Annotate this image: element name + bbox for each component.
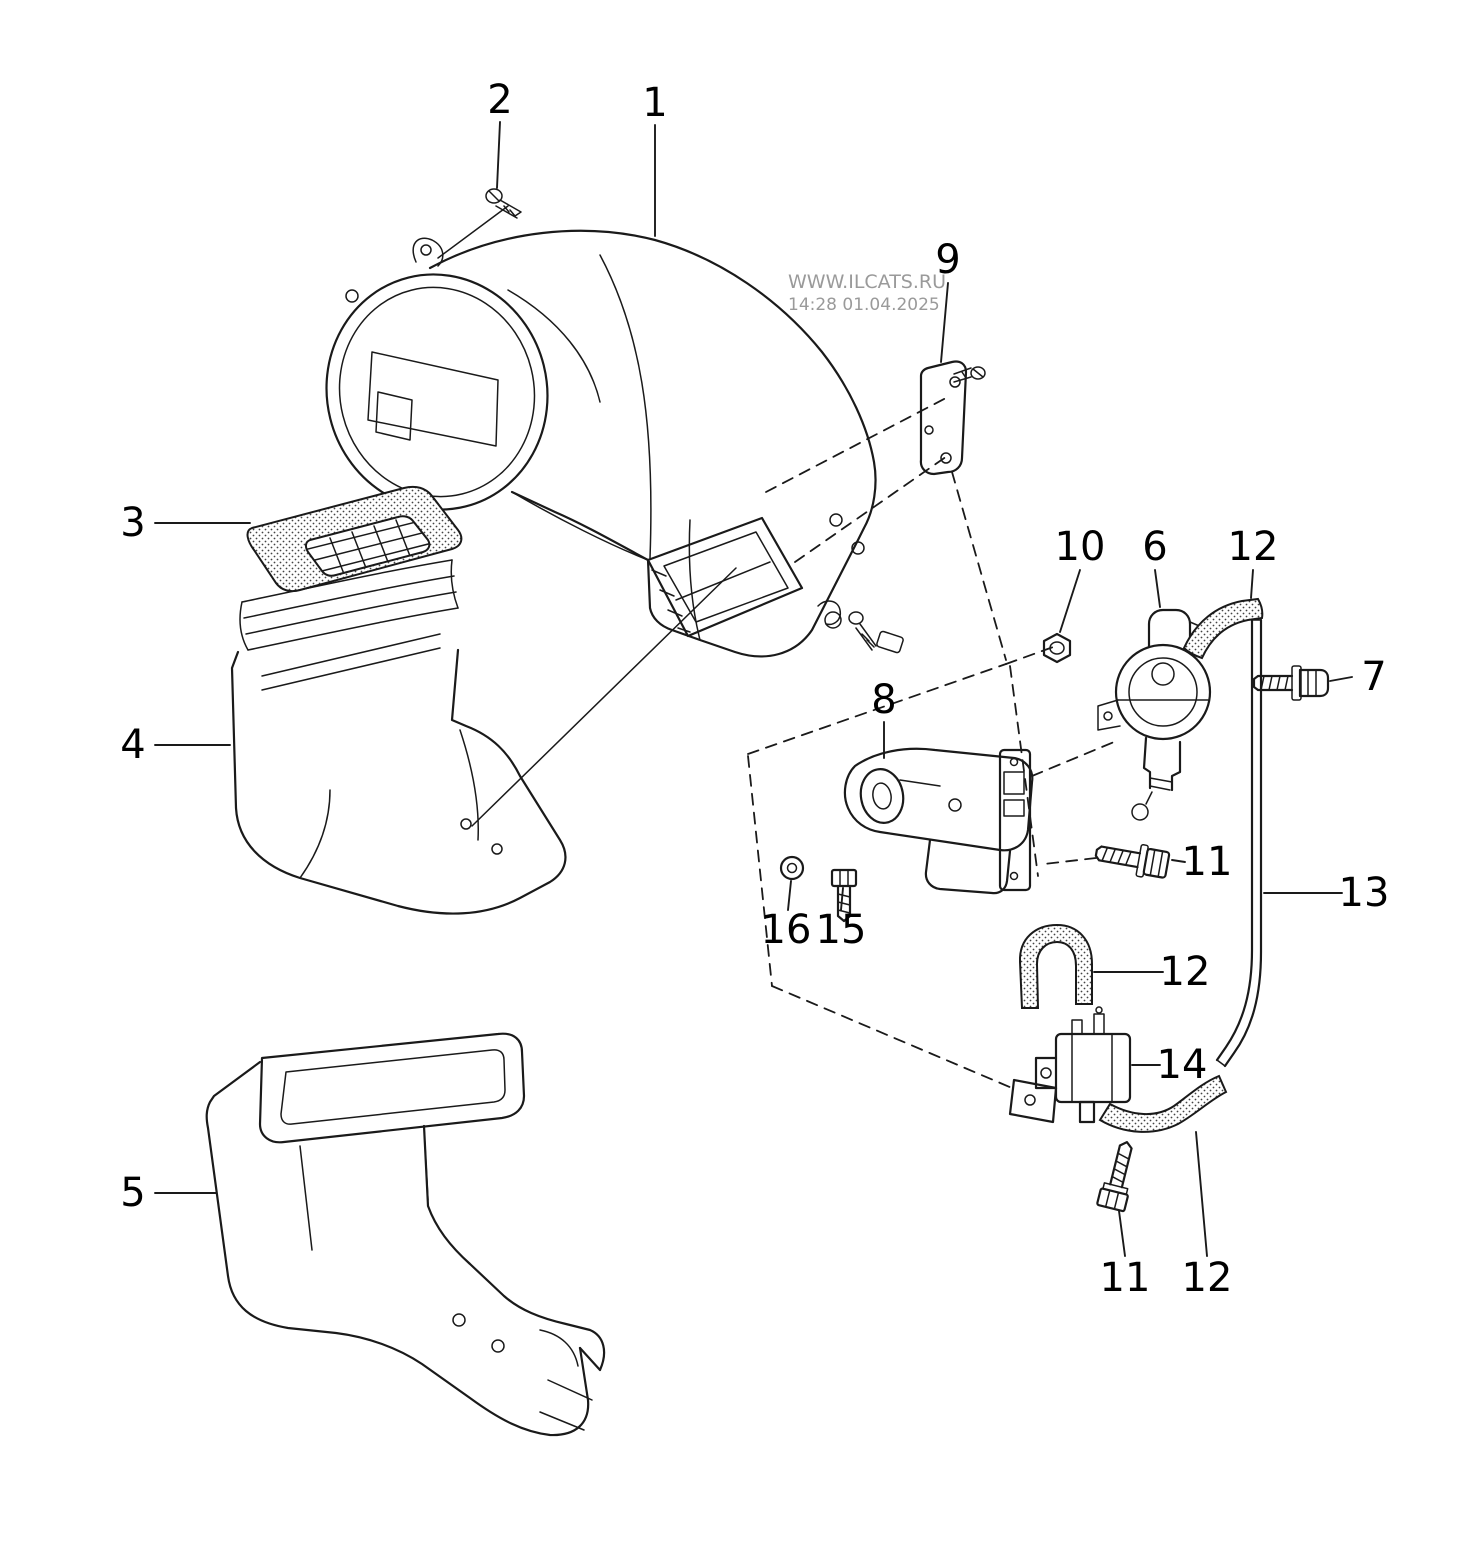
part-4-air-box-duct	[230, 559, 737, 915]
part-12-hose-top	[1182, 597, 1264, 660]
callout-4: 4	[120, 722, 145, 768]
callout-9: 9	[935, 237, 960, 283]
callout-8: 8	[871, 677, 896, 723]
watermark-line1: WWW.ILCATS.RU	[788, 271, 946, 293]
part-5-bottom-duct	[205, 1032, 606, 1437]
assembly-reference-lines	[747, 397, 1115, 1089]
callout-11b: 11	[1100, 1255, 1151, 1301]
callout-14: 14	[1157, 1042, 1208, 1088]
callout-6: 6	[1142, 524, 1167, 570]
watermark: WWW.ILCATS.RU 14:28 01.04.2025	[788, 271, 946, 315]
part-2-screw	[437, 188, 522, 259]
callout-5: 5	[120, 1170, 145, 1216]
callout-3: 3	[120, 500, 145, 546]
part-11-bolt-lower	[1096, 1140, 1133, 1213]
part-15-bolt	[830, 868, 858, 923]
part-11-bolt-upper	[1094, 844, 1171, 879]
callout-1: 1	[642, 80, 667, 126]
callout-12c: 12	[1182, 1255, 1233, 1301]
callout-13: 13	[1339, 870, 1390, 916]
callout-12b: 12	[1160, 949, 1211, 995]
callout-12a: 12	[1228, 524, 1279, 570]
part-14-solenoid-valve	[1008, 1006, 1132, 1124]
callout-2: 2	[487, 77, 512, 123]
part-8-mounting-bracket	[843, 747, 1034, 895]
part-7-bolt	[1252, 665, 1330, 701]
callout-leader-lines	[154, 121, 1353, 1257]
part-16-washer	[779, 855, 805, 881]
part-9-bracket-plate	[919, 360, 986, 476]
part-13-vacuum-pipe	[1215, 618, 1263, 1068]
part-6-vacuum-valve	[1097, 608, 1212, 821]
part-12-hose-middle	[1018, 923, 1093, 1009]
part-12-hose-bottom	[1098, 1074, 1228, 1133]
callout-11a: 11	[1182, 839, 1233, 885]
callout-10: 10	[1055, 524, 1106, 570]
callout-15: 15	[816, 907, 867, 953]
callout-16: 16	[761, 907, 812, 953]
part-1-air-duct-housing	[325, 229, 904, 658]
part-3-filter-element	[246, 485, 463, 593]
watermark-line2: 14:28 01.04.2025	[788, 295, 940, 315]
callout-7: 7	[1361, 654, 1386, 700]
